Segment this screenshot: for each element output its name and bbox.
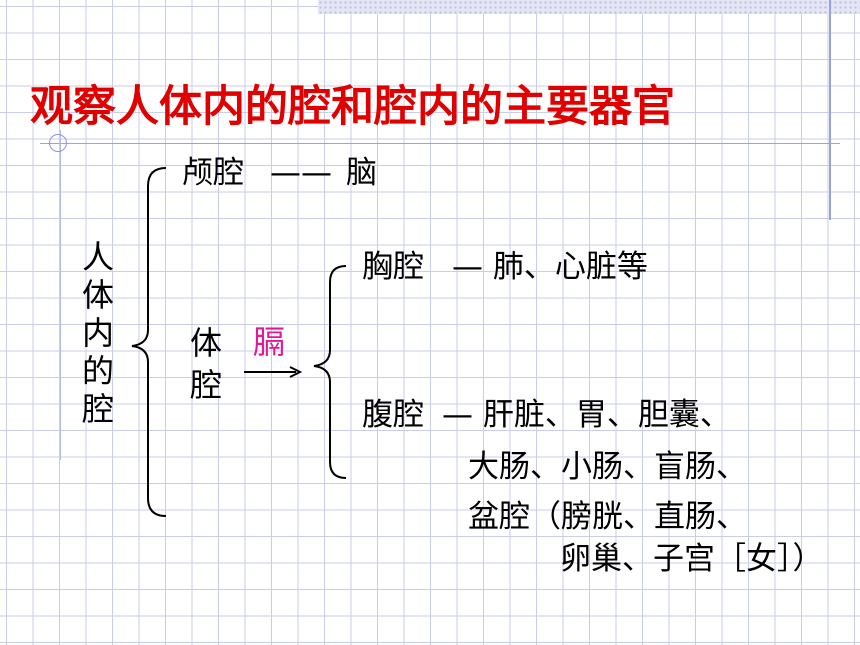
arrow-head-icon [289, 366, 303, 378]
top-decor-band [318, 0, 860, 14]
cranial-label: 颅腔 [182, 155, 244, 191]
root-char: 人 [81, 238, 114, 276]
cranial-dash: —— [270, 155, 332, 191]
body-cavity-char: 腔 [189, 366, 222, 404]
slide-title: 观察人体内的腔和腔内的主要器官 [30, 82, 675, 132]
root-char: 腔 [81, 390, 114, 428]
abdominal-label: 腹腔 [362, 397, 424, 433]
root-char: 内 [81, 314, 114, 352]
left-vertical-rule [60, 130, 61, 460]
thoracic-label: 胸腔 [362, 249, 424, 285]
root-char: 体 [81, 276, 114, 314]
abdominal-organs-line2: 大肠、小肠、盲肠、 [468, 449, 747, 485]
crosshair-circle-icon [49, 134, 67, 152]
abdominal-organs-line1: — 肝脏、胃、胆囊、 [442, 397, 731, 433]
root-char: 的 [81, 352, 114, 390]
cranial-organ: 脑 [346, 155, 377, 191]
outer-brace [131, 167, 167, 517]
body-cavity-label: 体 腔 [186, 322, 226, 406]
diaphragm-label: 膈 [253, 323, 286, 361]
thoracic-organs: — 肺、心脏等 [452, 249, 648, 285]
vertical-rule [829, 0, 831, 220]
body-cavity-char: 体 [189, 324, 222, 362]
root-label: 人 体 内 的 腔 [78, 238, 118, 428]
abdominal-organs-line3: 盆腔（膀胱、直肠、 [468, 499, 747, 535]
horizontal-rule [40, 143, 840, 144]
inner-brace [313, 265, 347, 479]
abdominal-organs-line4: 卵巢、子宫［女］） [560, 541, 824, 577]
